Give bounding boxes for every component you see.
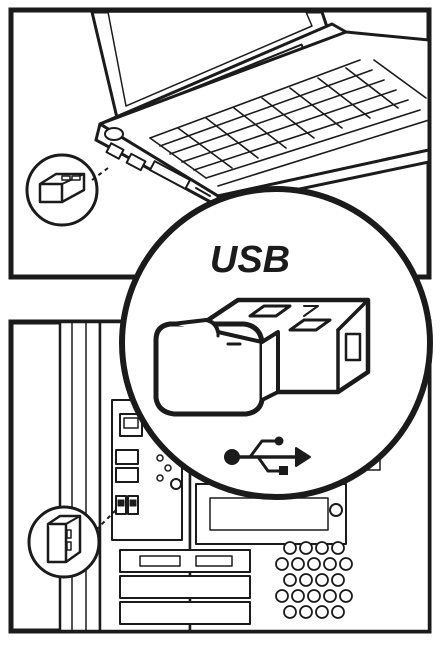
laptop-drawing: [90, 10, 429, 208]
usb-receiver-icon: [153, 297, 371, 417]
usb-receiver-icon-small-bottom: [27, 505, 101, 579]
usb-receiver-icon-small-top: [25, 153, 99, 227]
usb-callout: USB: [119, 186, 433, 500]
usb-trident-icon: [224, 436, 311, 475]
usb-label: USB: [210, 239, 290, 281]
laptop-panel: [8, 7, 432, 280]
pointer-line-top: [91, 167, 109, 181]
